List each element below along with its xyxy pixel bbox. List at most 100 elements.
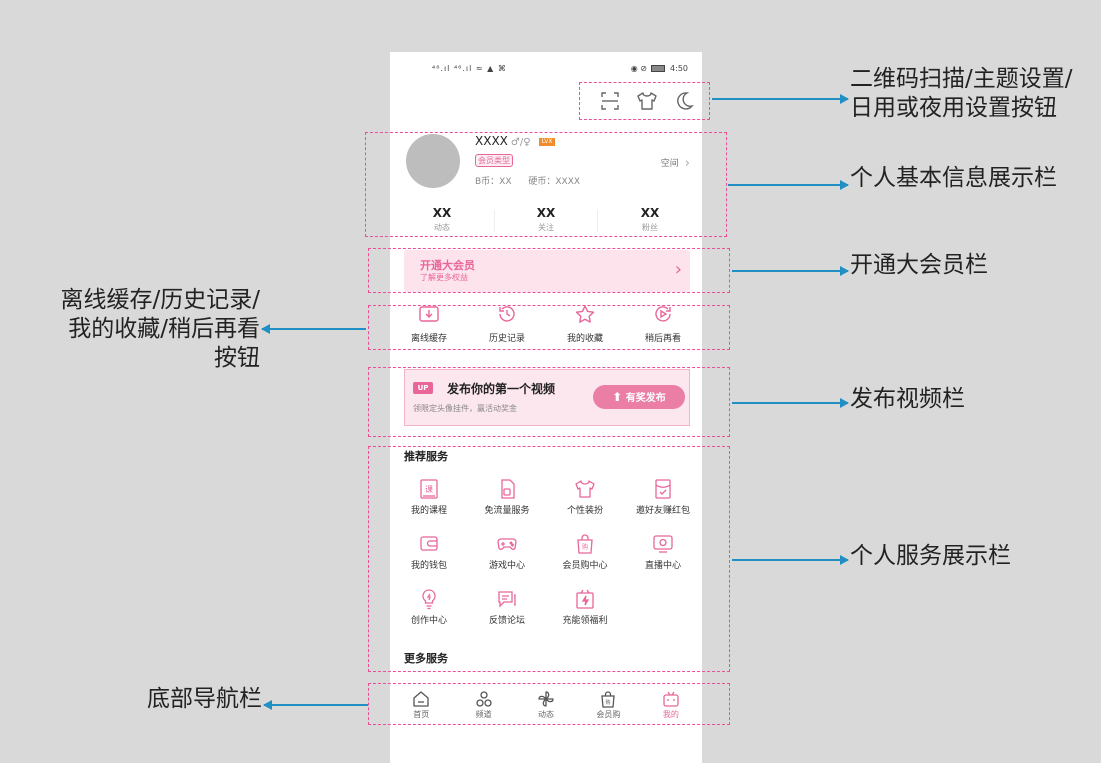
scan-icon[interactable] — [599, 90, 621, 112]
shopping-bag-icon: 购 — [577, 534, 593, 554]
nav-mine[interactable]: 我的 — [640, 686, 702, 730]
service-creation-center[interactable]: 创作中心 — [390, 588, 468, 626]
live-tv-icon — [653, 535, 673, 553]
upload-button[interactable]: ⬆︎ 有奖发布 — [593, 385, 685, 409]
upload-arrow-icon: ⬆︎ — [612, 390, 623, 404]
signal-indicators: ⁴⁶.ıl ⁴⁶.ıl ≈ ▲ ⌘ — [432, 64, 507, 73]
coin-info: B币：XX 硬币：XXXX — [475, 174, 594, 187]
service-feedback[interactable]: 反馈论坛 — [468, 588, 546, 626]
service-free-data[interactable]: 免流量服务 — [468, 478, 546, 516]
upload-button-label: 有奖发布 — [625, 393, 666, 404]
svg-text:购: 购 — [582, 543, 588, 551]
box-profile — [365, 132, 727, 237]
gamepad-icon — [497, 538, 517, 550]
avatar[interactable] — [406, 134, 460, 188]
username-row[interactable]: XXXX♂/♀LVX — [475, 134, 556, 148]
services-title: 推荐服务 — [404, 450, 448, 463]
service-invite[interactable]: 邀好友赚红包 — [624, 478, 702, 516]
red-packet-icon — [655, 479, 671, 499]
svg-text:购: 购 — [606, 699, 611, 706]
service-label: 我的课程 — [410, 506, 447, 516]
service-dressup[interactable]: 个性装扮 — [546, 478, 624, 516]
bcoin-count: B币：XX — [475, 177, 512, 187]
nav-vip-shop[interactable]: 购 会员购 — [577, 686, 639, 730]
vip-banner[interactable]: 开通大会员 了解更多权益 › — [404, 250, 690, 292]
service-live-center[interactable]: 直播中心 — [624, 533, 702, 571]
vip-title: 开通大会员 — [420, 259, 475, 272]
nav-label: 我的 — [662, 710, 679, 719]
annotation-line: 按钮 — [214, 345, 260, 371]
course-icon: 课 — [420, 479, 438, 499]
bottom-nav: 首页 频道 动态 购 会员购 我的 — [390, 686, 702, 730]
annotation-upload: 发布视频栏 — [850, 386, 965, 412]
space-link[interactable]: 空间› — [661, 155, 690, 171]
more-services-title: 更多服务 — [404, 652, 448, 665]
bulb-icon — [422, 589, 436, 610]
box-top-settings — [579, 82, 710, 120]
stat-dynamics[interactable]: XX 动态 — [390, 204, 494, 240]
service-wallet[interactable]: 我的钱包 — [390, 533, 468, 571]
annotation-top-settings: 二维码扫描/主题设置/ 日用或夜用设置按钮 — [850, 65, 1073, 123]
quick-watch-later[interactable]: 稍后再看 — [624, 304, 702, 348]
nav-home[interactable]: 首页 — [390, 686, 452, 730]
wallet-icon — [420, 536, 438, 551]
quick-favorites[interactable]: 我的收藏 — [546, 304, 624, 348]
stat-followers[interactable]: XX 粉丝 — [598, 204, 702, 240]
status-bar: ⁴⁶.ıl ⁴⁶.ıl ≈ ▲ ⌘ ◉ ⊘ 4:50 — [390, 64, 702, 78]
nav-label: 首页 — [413, 710, 430, 719]
annotation-line: 二维码扫描/主题设置/ — [850, 66, 1073, 92]
chevron-right-icon: › — [674, 259, 682, 280]
service-game-center[interactable]: 游戏中心 — [468, 533, 546, 571]
play-later-icon — [655, 306, 671, 322]
stat-value: XX — [640, 206, 660, 220]
upload-title: 发布你的第一个视频 — [447, 382, 556, 396]
arrow-top-settings — [712, 94, 849, 104]
arrow-services — [732, 555, 849, 565]
annotation-quick: 离线缓存/历史记录/ 我的收藏/稍后再看 按钮 — [30, 286, 261, 373]
svg-text:课: 课 — [425, 485, 433, 494]
service-vip-shop[interactable]: 购 会员购中心 — [546, 533, 624, 571]
gift-bolt-icon — [576, 589, 594, 609]
service-charge-benefit[interactable]: 充能领福利 — [546, 588, 624, 626]
annotation-services: 个人服务展示栏 — [850, 543, 1011, 569]
quick-label: 我的收藏 — [566, 334, 603, 344]
annotation-vip: 开通大会员栏 — [850, 252, 988, 278]
quick-history[interactable]: 历史记录 — [468, 304, 546, 348]
sim-card-icon — [501, 479, 515, 499]
stat-value: XX — [536, 206, 556, 220]
level-badge: LVX — [538, 137, 556, 146]
quick-label: 离线缓存 — [410, 334, 447, 344]
channel-icon — [475, 691, 492, 707]
status-icons: ◉ ⊘ — [630, 64, 647, 73]
up-badge: UP — [413, 382, 433, 394]
member-type-badge: 会员类型 — [475, 154, 513, 167]
box-vip — [368, 248, 730, 293]
box-services — [368, 446, 730, 672]
arrow-bottom-nav — [263, 700, 368, 710]
shirt-icon[interactable] — [636, 90, 658, 112]
shopping-bag-icon: 购 — [601, 691, 616, 708]
nav-label: 频道 — [475, 710, 492, 719]
box-upload — [368, 367, 730, 437]
pinwheel-icon — [538, 691, 554, 707]
nav-label: 动态 — [538, 710, 555, 719]
gender-icon: ♂/♀ — [510, 137, 531, 148]
annotation-line: 我的收藏/稍后再看 — [68, 316, 260, 342]
stats-row: XX 动态 XX 关注 XX 粉丝 — [390, 204, 702, 240]
box-quick — [368, 305, 730, 350]
hardcoin-count: 硬币：XXXX — [528, 177, 581, 187]
quick-offline-cache[interactable]: 离线缓存 — [390, 304, 468, 348]
annotation-line: 离线缓存/历史记录/ — [60, 287, 261, 313]
moon-icon[interactable] — [673, 90, 695, 112]
arrow-upload — [732, 398, 849, 408]
upload-banner: UP 发布你的第一个视频 领限定头像挂件，赢活动奖金 ⬆︎ 有奖发布 — [404, 369, 690, 426]
nav-channel[interactable]: 频道 — [452, 686, 514, 730]
stat-label: 动态 — [434, 223, 450, 232]
quick-actions: 离线缓存 历史记录 我的收藏 稍后再看 — [390, 304, 702, 348]
service-my-course[interactable]: 课 我的课程 — [390, 478, 468, 516]
stat-following[interactable]: XX 关注 — [494, 204, 598, 240]
chat-icon — [498, 591, 516, 608]
history-clock-icon — [499, 306, 515, 322]
status-time: 4:50 — [670, 64, 688, 73]
nav-dynamics[interactable]: 动态 — [515, 686, 577, 730]
